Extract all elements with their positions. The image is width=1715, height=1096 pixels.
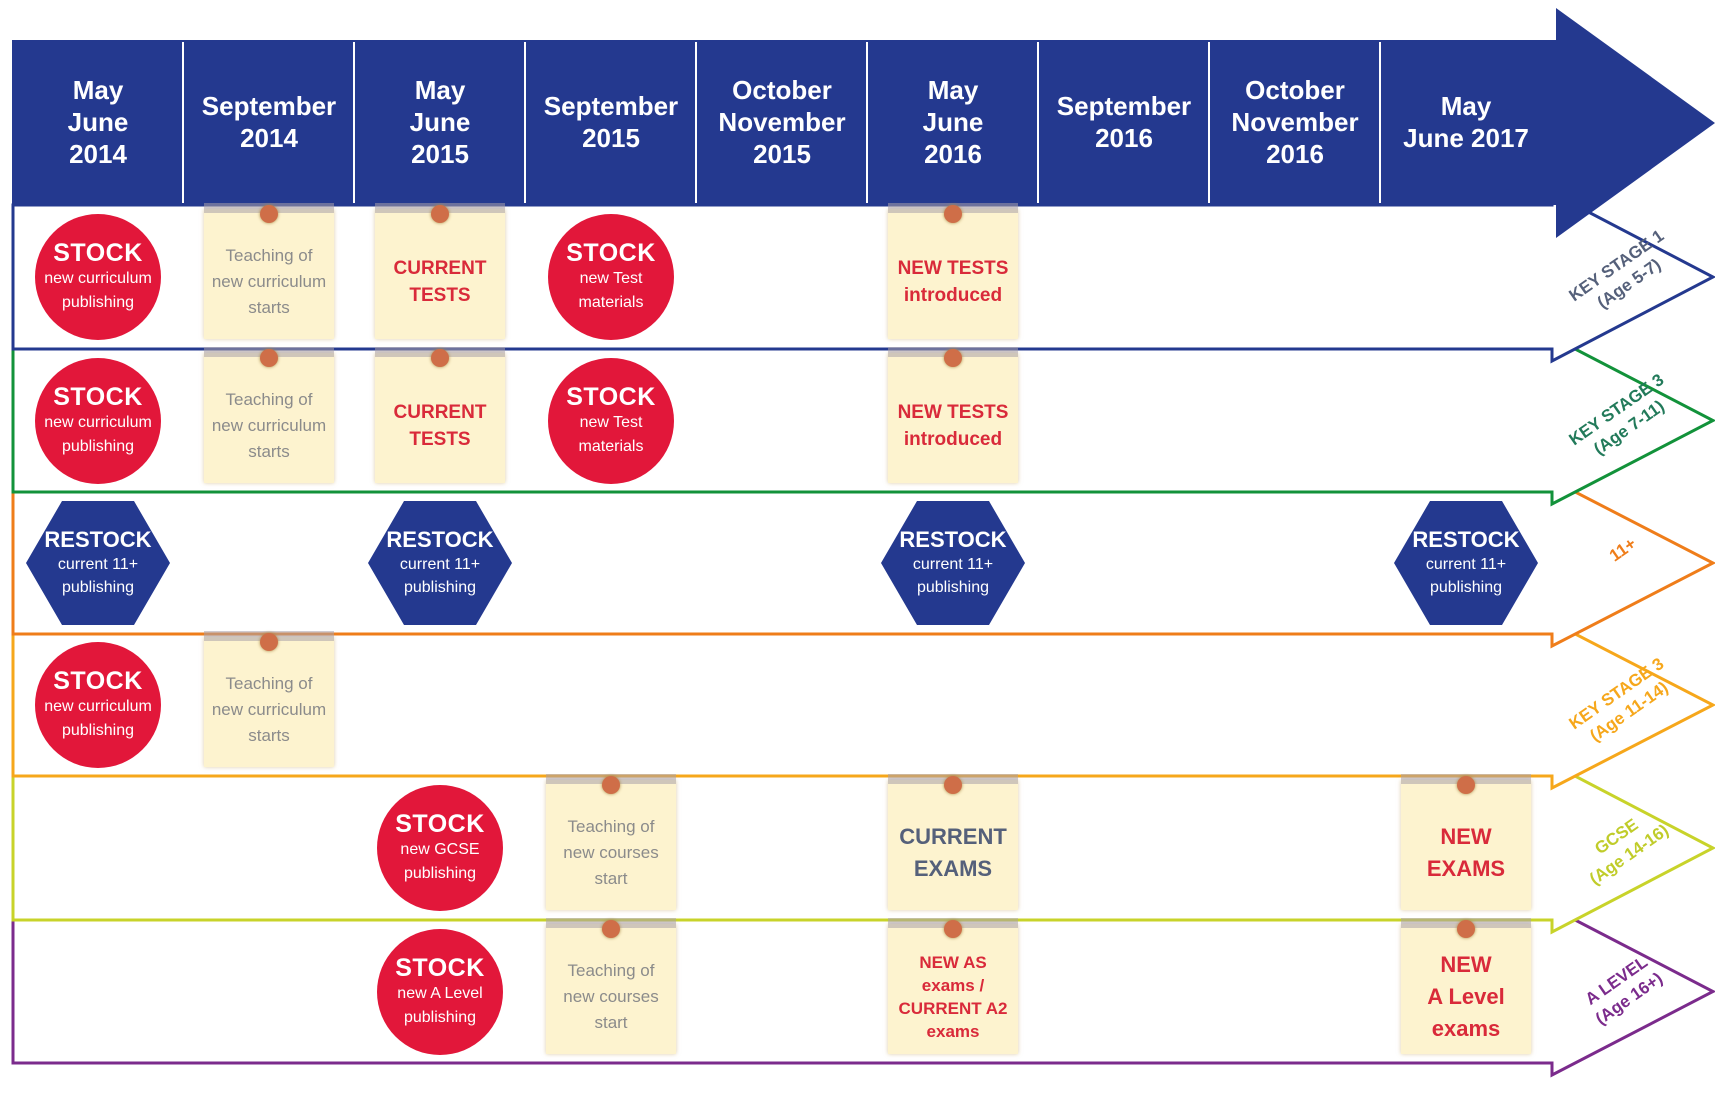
stage-arrow — [11, 334, 1715, 507]
stage-arrow — [11, 190, 1715, 364]
timeline-header-arrow — [12, 8, 1715, 238]
stage-arrow — [11, 761, 1715, 935]
stage-arrow — [11, 905, 1715, 1078]
stage-arrow — [11, 477, 1715, 649]
stage-arrow — [11, 619, 1715, 791]
